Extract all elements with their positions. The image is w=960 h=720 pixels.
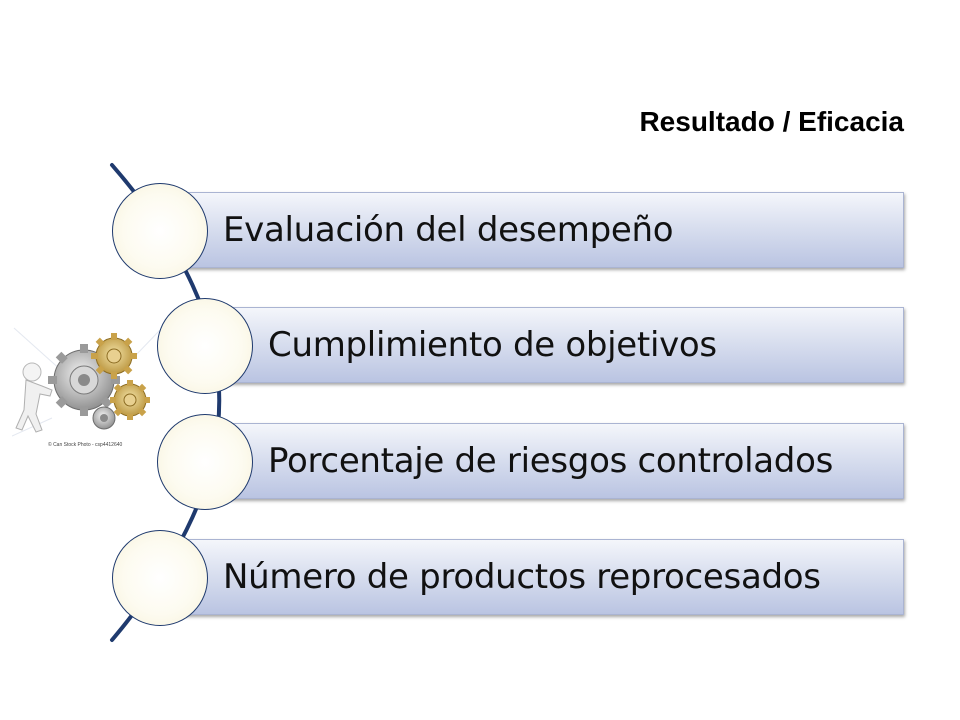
- clipart-caption: © Can Stock Photo - csp4412640: [48, 441, 123, 448]
- slide-title: Resultado / Eficacia: [639, 106, 904, 137]
- list-item-label: Número de productos reprocesados: [223, 557, 821, 597]
- gears-figure-icon: © Can Stock Photo - csp4412640: [12, 327, 161, 448]
- list-item-bar: Número de productos reprocesados: [160, 539, 904, 615]
- list-item-label: Evaluación del desempeño: [223, 210, 674, 250]
- list-item-label: Cumplimiento de objetivos: [268, 325, 717, 365]
- list-item-label: Porcentaje de riesgos controlados: [268, 441, 833, 481]
- list-item-circle: [157, 414, 253, 510]
- list-item-bar: Evaluación del desempeño: [160, 192, 904, 268]
- list-item-circle: [112, 183, 208, 279]
- list-item-bar: Porcentaje de riesgos controlados: [205, 423, 904, 499]
- list-item-bar: Cumplimiento de objetivos: [205, 307, 904, 383]
- list-item-circle: [112, 530, 208, 626]
- list-item-circle: [157, 298, 253, 394]
